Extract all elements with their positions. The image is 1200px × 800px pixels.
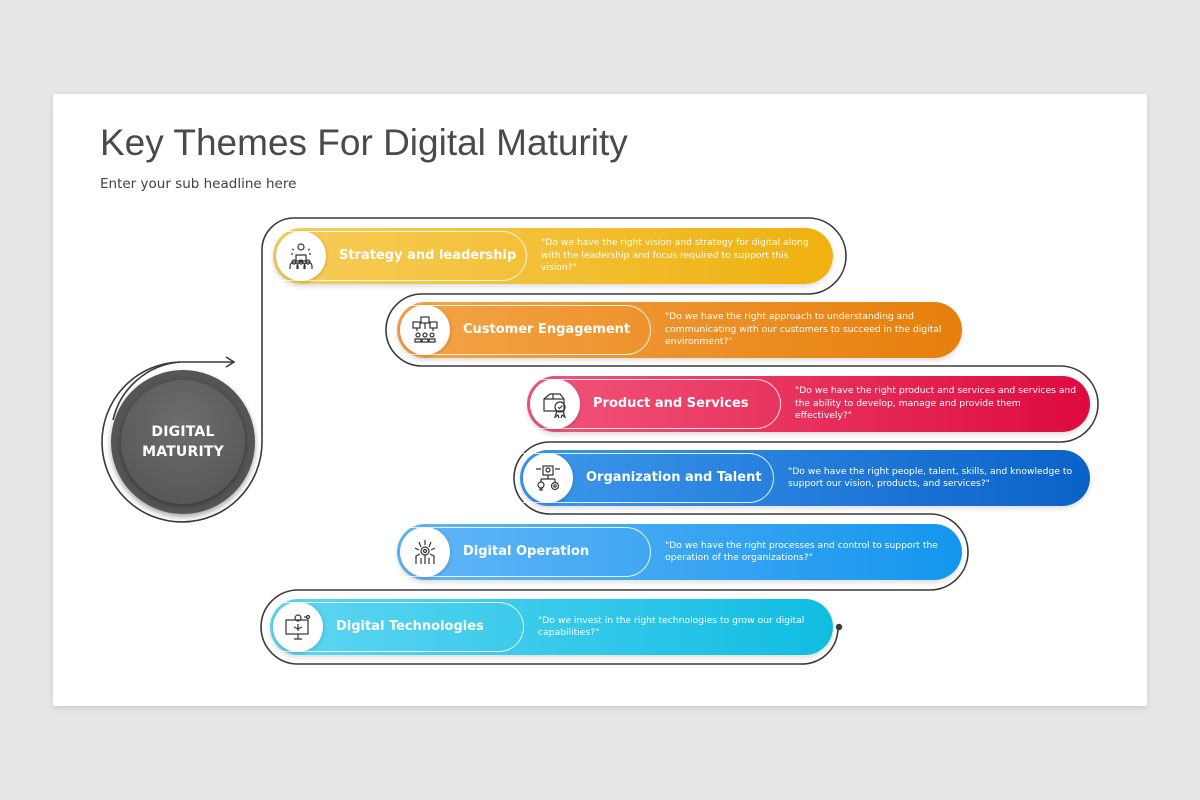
leadership-icon [276, 231, 326, 281]
label-frame [523, 453, 774, 503]
theme-description: "Do we have the right approach to unders… [665, 311, 942, 348]
theme-description: "Do we invest in the right technologies … [538, 614, 805, 639]
theme-organization-talent: Organization and Talent "Do we have the … [520, 450, 1090, 506]
label-frame [530, 379, 781, 429]
label-frame [273, 602, 524, 652]
core-label-line2: MATURITY [142, 444, 224, 460]
digital-maturity-core: DIGITAL MATURITY [111, 370, 255, 514]
theme-strategy-leadership: Strategy and leadership "Do we have the … [273, 228, 833, 284]
theme-label: Customer Engagement [463, 322, 631, 337]
digital-technology-icon [273, 602, 323, 652]
theme-digital-technologies: Digital Technologies "Do we invest in th… [270, 599, 833, 655]
customer-feedback-icon [400, 305, 450, 355]
digital-operation-icon [400, 527, 450, 577]
theme-label: Digital Operation [463, 544, 590, 559]
slide-subtitle: Enter your sub headline here [100, 176, 297, 192]
theme-label: Product and Services [593, 396, 749, 411]
product-award-icon [530, 379, 580, 429]
theme-digital-operation: Digital Operation "Do we have the right … [397, 524, 962, 580]
talent-org-icon [523, 453, 573, 503]
theme-description: "Do we have the right people, talent, sk… [788, 465, 1073, 490]
theme-customer-engagement: Customer Engagement "Do we have the righ… [397, 302, 962, 358]
slide-title: Key Themes For Digital Maturity [100, 122, 628, 163]
label-frame [400, 305, 651, 355]
theme-label: Organization and Talent [586, 470, 762, 485]
theme-description: "Do we have the right processes and cont… [665, 539, 938, 564]
theme-product-services: Product and Services "Do we have the rig… [527, 376, 1090, 432]
core-label-line1: DIGITAL [151, 424, 215, 440]
label-frame [276, 231, 527, 281]
theme-label: Strategy and leadership [339, 248, 517, 263]
theme-description: "Do we have the right product and servic… [795, 385, 1077, 422]
label-frame [400, 527, 651, 577]
core-inner-circle: DIGITAL MATURITY [121, 380, 245, 504]
theme-label: Digital Technologies [336, 619, 484, 634]
theme-description: "Do we have the right vision and strateg… [541, 237, 809, 274]
